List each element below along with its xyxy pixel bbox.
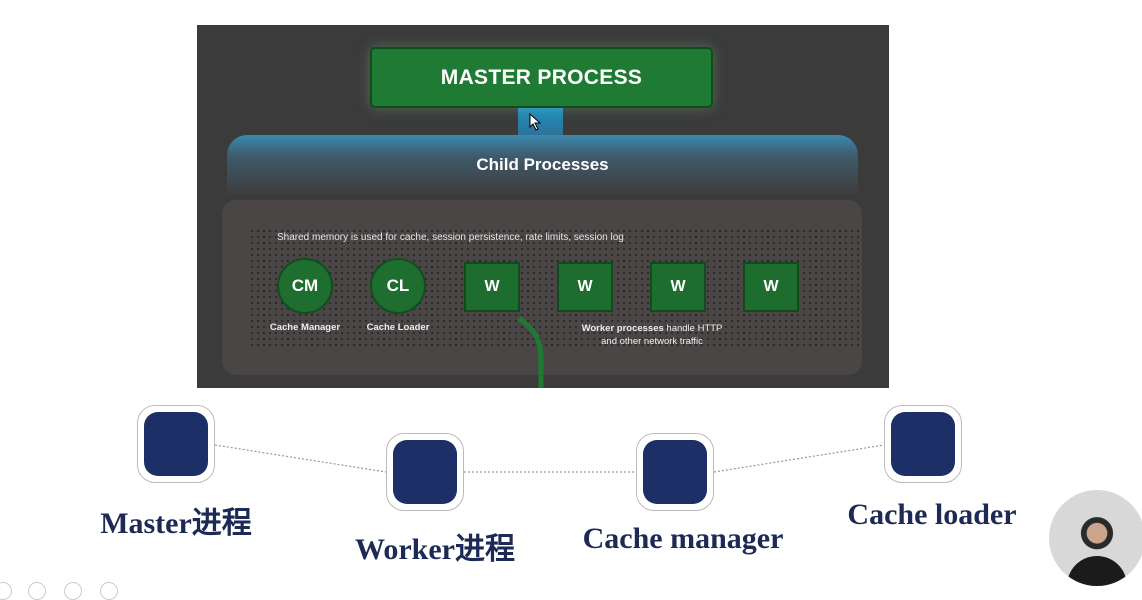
zoom-icon[interactable] <box>64 582 82 600</box>
child-processes-band: Child Processes <box>227 135 858 195</box>
worker-note-rest: handle HTTP <box>663 323 723 334</box>
worker-node: W <box>743 262 799 312</box>
worker-note-line2: and other network traffic <box>601 336 703 347</box>
label-worker: Worker进程 <box>355 533 515 566</box>
slides-icon[interactable] <box>28 582 46 600</box>
timeline-node-cache-loader <box>884 405 962 483</box>
presenter-webcam <box>1049 490 1142 586</box>
timeline-node-master <box>137 405 215 483</box>
worker-node: W <box>464 262 520 312</box>
master-process-box: MASTER PROCESS <box>370 47 713 108</box>
timeline-node-worker <box>386 433 464 511</box>
cache-manager-label: Cache Manager <box>269 322 341 333</box>
cache-loader-label: Cache Loader <box>366 322 430 333</box>
label-cache-manager: Cache manager <box>582 522 784 555</box>
worker-note-bold: Worker processes <box>581 323 664 334</box>
timeline-node-cache-manager <box>636 433 714 511</box>
pen-tool-icon[interactable] <box>0 582 12 600</box>
nginx-process-diagram: Shared memory is used for cache, session… <box>197 25 889 388</box>
label-master: Master进程 <box>100 507 252 540</box>
shared-memory-panel: Shared memory is used for cache, session… <box>222 200 862 375</box>
cache-manager-node: CM <box>277 258 333 314</box>
shared-memory-text: Shared memory is used for cache, session… <box>277 232 624 243</box>
worker-note: Worker processes handle HTTP and other ne… <box>552 322 752 348</box>
worker-node: W <box>650 262 706 312</box>
worker-connection-line <box>517 316 544 388</box>
cache-loader-node: CL <box>370 258 426 314</box>
label-cache-loader: Cache loader <box>847 498 1017 531</box>
mouse-cursor-icon <box>529 113 542 131</box>
more-icon[interactable] <box>100 582 118 600</box>
worker-node: W <box>557 262 613 312</box>
